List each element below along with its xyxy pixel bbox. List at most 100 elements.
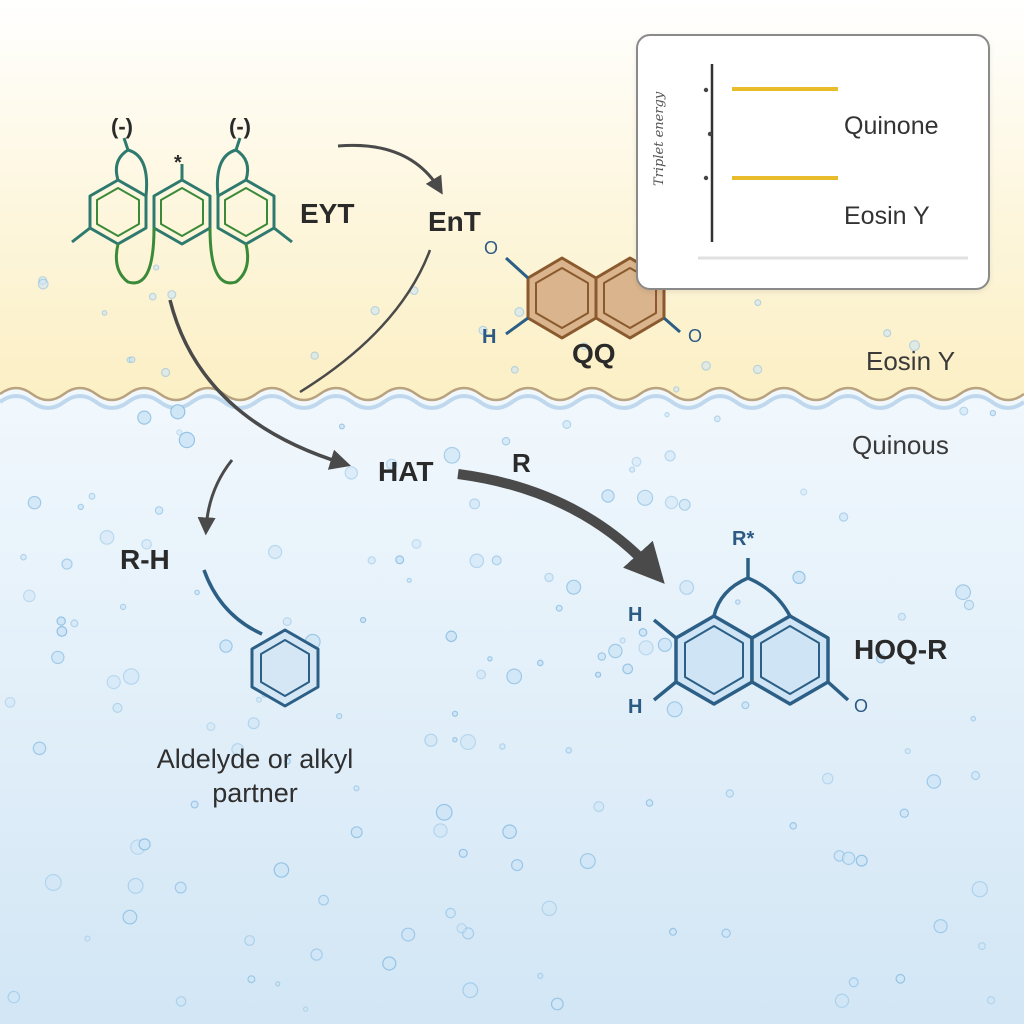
bubble (137, 410, 152, 425)
bubble (645, 799, 654, 807)
bubble (510, 365, 519, 374)
bubble (106, 674, 121, 690)
aqueous-phase (0, 388, 1024, 1024)
bubble (32, 741, 47, 756)
bubble (597, 652, 607, 661)
eosin-ring-center (152, 178, 212, 246)
bubble (510, 858, 524, 872)
eosin-atom-right: (-) (229, 114, 251, 139)
bubble (458, 848, 468, 858)
bubble (678, 498, 691, 511)
interface-wave-shadow (0, 394, 1024, 410)
inset-tick (703, 87, 709, 93)
bubble (310, 948, 323, 961)
bubble (70, 619, 79, 628)
inset-plot (698, 64, 968, 260)
bubble (537, 972, 544, 980)
bubble (161, 367, 171, 378)
bubble (555, 604, 563, 612)
bubbles (4, 250, 997, 1012)
bubble (44, 873, 62, 891)
benzene-molecule (250, 628, 320, 708)
bubble (406, 577, 412, 583)
ent-arrow (337, 143, 443, 195)
eosin-molecule (71, 137, 293, 285)
bubble (336, 713, 343, 720)
bubble (194, 589, 200, 596)
bubble (469, 498, 481, 510)
bubble (153, 264, 160, 271)
bubble (959, 406, 969, 416)
bubble (344, 466, 358, 480)
bubble (443, 446, 461, 464)
bubble (282, 617, 292, 627)
rh-arrow (197, 459, 234, 536)
bubble (970, 770, 981, 781)
bubble (502, 824, 517, 839)
bubble (955, 584, 971, 601)
bubble (876, 653, 886, 664)
bubble (608, 643, 623, 659)
organic-phase-label: Eosin Y (866, 346, 956, 376)
bubble (713, 415, 721, 423)
bubble (594, 671, 602, 678)
rh-label: R-H (120, 544, 170, 575)
product-atom-o: O (854, 696, 869, 716)
bubble (411, 539, 422, 549)
bubble (657, 637, 673, 652)
bubble (460, 733, 477, 750)
bubble (170, 404, 186, 420)
bubble (628, 466, 636, 473)
bubble (101, 310, 108, 316)
bubble (668, 927, 677, 936)
bubble (386, 458, 398, 470)
bubble (499, 743, 506, 750)
bubble (926, 774, 942, 789)
bubble (244, 935, 256, 946)
product-arrow (457, 469, 665, 584)
hat-arrow (168, 299, 352, 470)
bubble (77, 503, 85, 511)
bubble (176, 429, 183, 436)
bubble (370, 306, 380, 316)
bubble (127, 877, 144, 894)
quinone-atom-h: H (482, 326, 497, 348)
eosin-excited-mark: * (174, 152, 182, 174)
bubble (219, 639, 233, 653)
bubble (37, 278, 49, 290)
partner-caption-line1: Aldelyde or alkyl (156, 744, 354, 774)
bubble (360, 616, 367, 624)
bubble (51, 650, 65, 665)
bubble (338, 423, 345, 430)
ent-return-line (299, 249, 432, 394)
product-atom-h-top: H (628, 604, 643, 626)
bubble (971, 881, 989, 898)
bubble (122, 909, 138, 925)
product-atom-h-bottom: H (628, 696, 643, 718)
bubble (741, 701, 750, 710)
bubble (476, 669, 487, 680)
bubble (550, 997, 564, 1011)
partner-caption-line2: partner (212, 778, 298, 808)
bubble (310, 351, 319, 360)
bubble (273, 862, 290, 878)
partner-caption: Aldelyde or alkyl partner (110, 742, 400, 810)
bubble (128, 356, 136, 364)
inset-level-label-eosin: Eosin Y (844, 202, 930, 230)
bubble (754, 299, 762, 307)
bubble (821, 772, 834, 785)
hoqr-label: HOQ-R (854, 634, 948, 665)
bubble (897, 612, 907, 621)
inset-tick (703, 175, 709, 181)
bubble (178, 431, 196, 449)
bubble (231, 742, 244, 756)
bubble (367, 556, 376, 565)
bubble (631, 456, 642, 467)
bubble (580, 342, 589, 351)
bubble (601, 489, 615, 503)
bubble (84, 935, 91, 942)
bubble (800, 488, 808, 496)
bubble (834, 993, 850, 1008)
bubble (256, 696, 263, 703)
bubble (433, 823, 448, 838)
